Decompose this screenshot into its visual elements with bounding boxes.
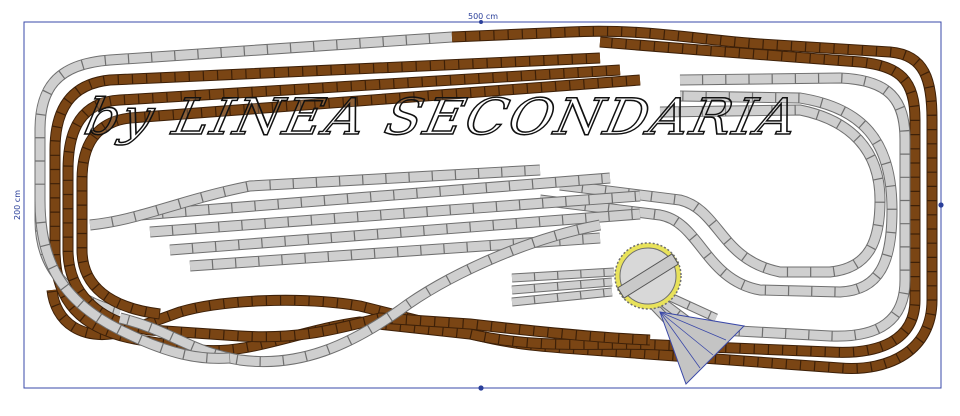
frame-marker-top bbox=[479, 20, 483, 24]
inner-loop-brown-a bbox=[50, 37, 920, 357]
turntable-bridge bbox=[616, 253, 680, 299]
shed-stub-1 bbox=[511, 268, 615, 282]
outer-loop-brown bbox=[47, 26, 937, 373]
lower-crossover-grey bbox=[118, 220, 601, 367]
yard-lead bbox=[89, 165, 541, 230]
dogbone-grey bbox=[559, 105, 885, 277]
yard-track-3 bbox=[169, 209, 641, 255]
inner-loop-brown-c bbox=[77, 75, 641, 319]
inner-loop-brown-b bbox=[63, 65, 651, 345]
engine-shed-fan bbox=[659, 311, 746, 385]
yard-track-1 bbox=[139, 173, 611, 220]
frame-marker-right bbox=[938, 202, 944, 208]
yard-track-2 bbox=[149, 191, 641, 237]
turntable-area bbox=[614, 242, 746, 385]
shed-stub-2 bbox=[511, 278, 613, 294]
shed-stub-3 bbox=[511, 288, 613, 306]
track-layer bbox=[34, 25, 938, 374]
dogbone-grey-outer bbox=[539, 91, 897, 297]
height-dimension: 200 cm bbox=[13, 190, 22, 220]
shed-exit-3 bbox=[666, 292, 718, 322]
width-dimension: 500 cm bbox=[468, 12, 498, 21]
frame-marker-bottom bbox=[478, 385, 484, 391]
lower-left-grey bbox=[35, 199, 231, 363]
